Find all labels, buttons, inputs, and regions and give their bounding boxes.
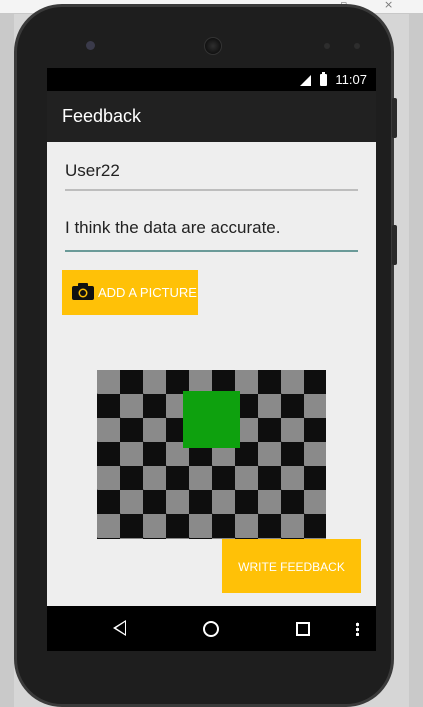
feedback-text-value: I think the data are accurate. <box>65 218 281 237</box>
picture-green-square <box>183 391 240 448</box>
status-bar: 11:07 <box>47 68 376 91</box>
navigation-bar <box>47 606 376 651</box>
power-button <box>392 225 397 265</box>
write-feedback-button[interactable]: WRITE FEEDBACK <box>222 539 361 593</box>
background-right <box>409 14 423 707</box>
status-time: 11:07 <box>335 72 367 87</box>
speaker <box>204 37 222 55</box>
add-picture-button[interactable]: ADD A PICTURE <box>62 270 198 315</box>
page-title: Feedback <box>62 106 142 126</box>
sensor <box>354 43 360 49</box>
battery-icon <box>320 72 327 86</box>
back-icon[interactable] <box>113 620 126 636</box>
sensor <box>324 43 330 49</box>
name-field-value: User22 <box>65 161 120 180</box>
device-screen: 11:07 Feedback User22 I think the data a… <box>47 68 376 651</box>
volume-button <box>392 98 397 138</box>
signal-icon <box>300 75 311 86</box>
recent-apps-icon[interactable] <box>296 622 310 636</box>
feedback-text-field[interactable]: I think the data are accurate. <box>65 218 358 252</box>
front-camera <box>86 41 95 50</box>
home-icon[interactable] <box>203 621 219 637</box>
background-left <box>0 14 14 707</box>
name-field[interactable]: User22 <box>65 161 358 191</box>
app-bar: Feedback <box>47 91 376 142</box>
attached-picture <box>97 370 326 539</box>
window-control-icon: × <box>384 0 394 11</box>
add-picture-label: ADD A PICTURE <box>98 285 197 300</box>
overflow-menu-icon[interactable] <box>356 622 359 636</box>
write-feedback-label: WRITE FEEDBACK <box>238 560 345 574</box>
camera-icon <box>72 283 94 300</box>
